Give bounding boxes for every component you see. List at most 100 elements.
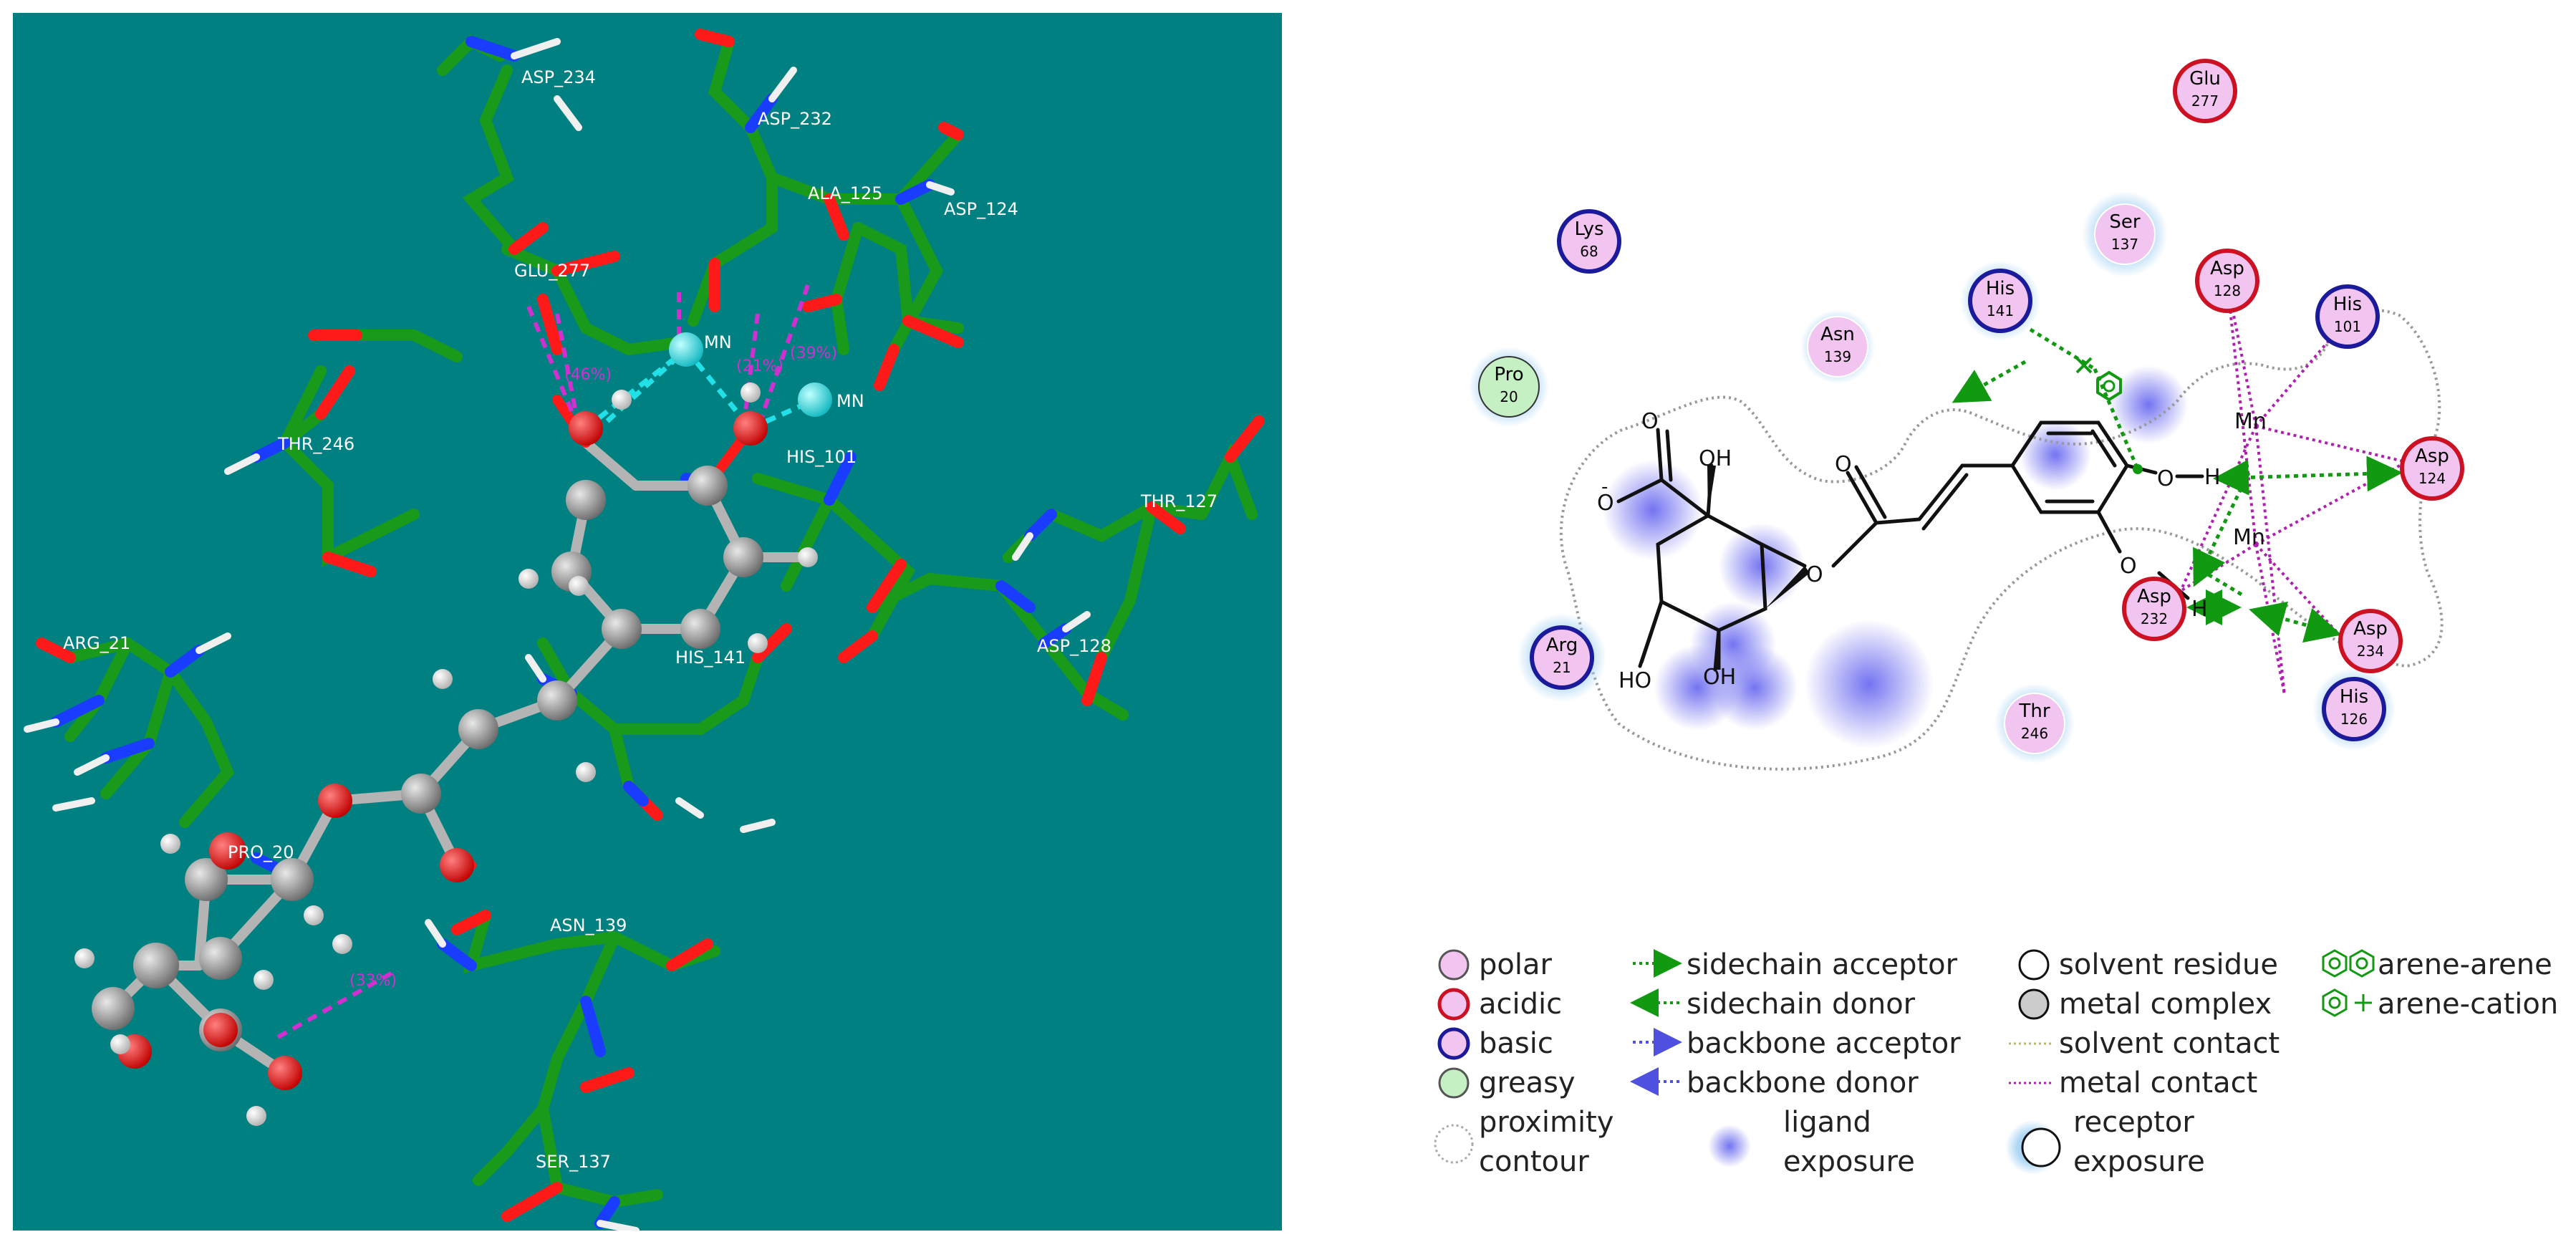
label-asp234: ASP_234 [521,67,596,87]
hbond-label-39: (39%) [790,345,837,362]
residue-asp128: Asp 128 [2195,249,2259,313]
label-arg21: ARG_21 [63,633,130,653]
legend-arene-cation: arene-cation [2378,988,2558,1021]
legend-ligand: ligand [1783,1106,1871,1139]
legend-acidic: acidic [1479,988,1562,1021]
atom-o-carboxylate: O [1597,491,1614,516]
legend-sidechain-donor: sidechain donor [1687,988,1916,1021]
svg-text:246: 246 [2021,725,2048,742]
atom-o-carbonyl: O [1835,452,1852,477]
binding-site-3d-view: ASP_234 ASP_232 ALA_125 ASP_124 GLU_277 … [13,13,1282,1234]
svg-text:Asp: Asp [2353,618,2388,640]
legend-polar: polar [1479,948,1552,981]
svg-text:His: His [2340,686,2368,708]
svg-text:Thr: Thr [2018,701,2050,722]
label-ser137: SER_137 [536,1152,611,1172]
legend-swatch-arene-cation [2322,988,2372,1017]
label-mn1: MN [704,332,732,352]
protein-oxygen-sticks [36,29,1265,1222]
svg-text:126: 126 [2340,711,2368,728]
svg-text:Asn: Asn [1820,324,1855,345]
atom-oh2: HO [1619,668,1651,693]
atom-o-ester: O [1806,562,1823,587]
legend-swatch-solvent-residue [2018,949,2050,981]
residue-arg21: Arg 21 [1530,625,1594,690]
svg-text:234: 234 [2357,642,2384,660]
interaction-diagram-svg: OH OH HO O O - O O O H O H Mn Mn Glu [1434,59,2558,1178]
residue-glu277: Glu 277 [2173,59,2237,123]
svg-text:His: His [1986,278,2015,299]
svg-text:137: 137 [2111,236,2138,253]
legend-metal-contact: metal contact [2059,1067,2257,1099]
hbond-label-21: (21%) [736,357,783,375]
label-pro20: PRO_20 [228,842,294,862]
svg-text:128: 128 [2214,282,2241,299]
legend-sidechain-acceptor: sidechain acceptor [1687,948,1958,981]
label-ala125: ALA_125 [808,183,883,203]
atom-o-phenol1: O [2157,466,2174,491]
legend-solvent-residue: solvent residue [2059,948,2278,981]
hbond-arrows-2d [1952,360,2403,643]
atom-o-carb: O [1641,409,1659,434]
label-asp124: ASP_124 [944,199,1018,219]
svg-text:His: His [2333,294,2362,315]
legend-proximity: proximity [1479,1106,1613,1139]
label-glu277: GLU_277 [514,261,590,281]
legend-backbone-acceptor: backbone acceptor [1687,1027,1961,1060]
svg-text:Ser: Ser [2109,211,2141,233]
legend-swatch-greasy [1438,1067,1470,1099]
residue-labels-3d: ASP_234 ASP_232 ALA_125 ASP_124 GLU_277 … [63,67,1217,1172]
atom-mn1: Mn [2234,409,2267,434]
legend-metal-complex: metal complex [2059,988,2272,1021]
atom-labels: OH OH HO O O - O O O H O H Mn Mn [1597,409,2267,693]
svg-text:Asp: Asp [2210,258,2244,279]
label-his141: HIS_141 [675,648,746,668]
atom-oh3: OH [1703,665,1736,690]
legend-basic: basic [1479,1027,1553,1060]
atom-mn2: Mn [2233,525,2265,550]
legend-swatch-proximity [1434,1124,1474,1164]
svg-text:141: 141 [1987,302,2014,319]
residue-his101: His 101 [2315,284,2380,349]
legend-solvent-contact: solvent contact [2059,1027,2280,1060]
binding-site-3d-svg: ASP_234 ASP_232 ALA_125 ASP_124 GLU_277 … [24,29,1265,1234]
label-asn139: ASN_139 [550,915,627,935]
legend-swatch-arene-arene [2322,949,2375,978]
svg-text:20: 20 [1500,388,1518,405]
residue-asp124: Asp 124 [2400,436,2464,501]
atom-h1: H [2204,465,2221,490]
wedge-bond-ester [1765,566,1810,609]
protein-nitrogen-sticks [50,36,1071,1229]
label-his101: HIS_101 [786,447,857,467]
legend-swatch-acidic [1437,988,1470,1021]
legend-ligand-exposure: exposure [1783,1145,1915,1178]
residue-his126: His 126 [2322,677,2386,741]
legend-arene-arene: arene-arene [2378,948,2552,981]
residue-pro20: Pro 20 [1478,356,1540,418]
residue-thr246: Thr 246 [2004,693,2065,754]
svg-text:Arg: Arg [1546,635,1578,656]
svg-text:Pro: Pro [1494,364,1523,385]
label-thr127: THR_127 [1140,491,1217,511]
legend-swatch-ligand-exposure [1708,1125,1751,1168]
legend-swatch-polar [1438,949,1470,981]
residue-asn139: Asn 139 [1807,316,1868,377]
svg-text:232: 232 [2141,610,2168,627]
svg-text:101: 101 [2334,318,2361,335]
hbond-label-33: (33%) [349,972,397,990]
legend-swatch-metal-complex [2018,988,2050,1020]
svg-text:21: 21 [1553,659,1571,676]
svg-text:68: 68 [1580,243,1598,260]
atom-o-phenol2: O [2120,554,2137,579]
legend-backbone-donor: backbone donor [1687,1067,1919,1099]
legend-receptor: receptor [2073,1106,2194,1139]
atom-oh1: OH [1699,446,1732,471]
residue-ser137: Ser 137 [2094,203,2156,265]
legend-receptor-exposure: exposure [2073,1145,2205,1178]
protein-hydrogen-sticks [24,38,1091,1234]
wedge-bond-oh [1707,466,1716,516]
residue-asp234: Asp 234 [2338,609,2403,673]
svg-text:124: 124 [2418,470,2446,487]
label-asp232: ASP_232 [758,109,832,129]
legend-contour: contour [1479,1145,1589,1178]
